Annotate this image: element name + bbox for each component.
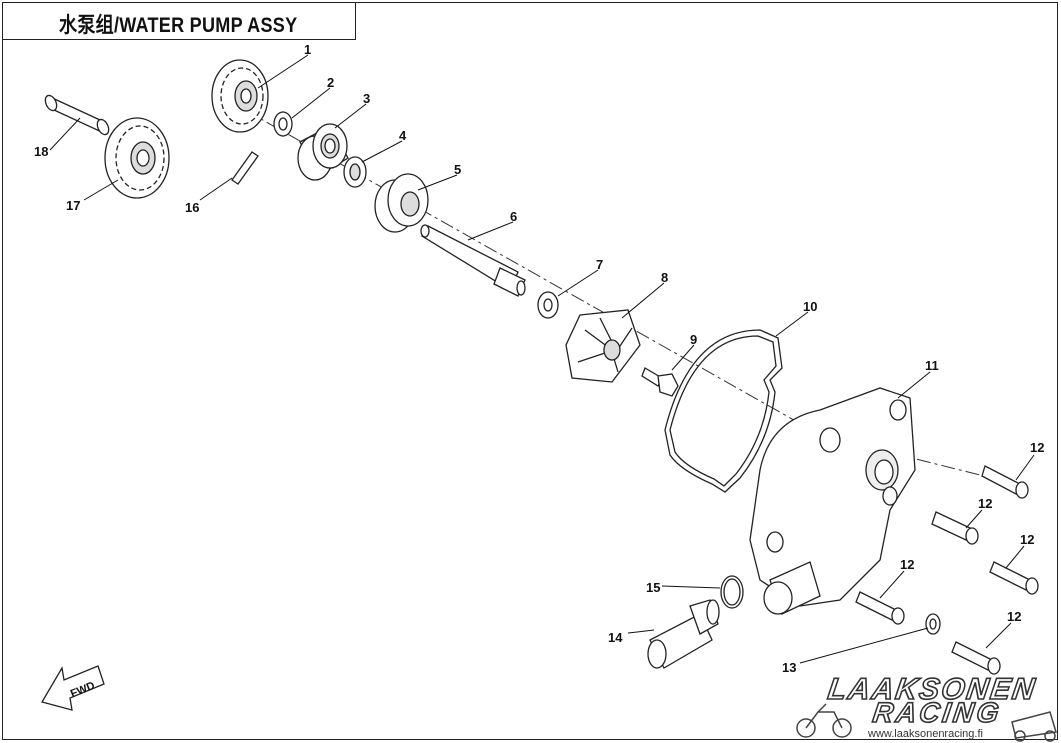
callout-6: 6 [510, 209, 517, 224]
part-6-shaft [420, 224, 526, 297]
callout-16: 16 [185, 200, 199, 215]
part-12-bolts [855, 465, 1039, 675]
callout-1: 1 [304, 42, 311, 57]
part-16-pin [231, 151, 259, 185]
part-5-seal [374, 173, 429, 233]
part-14-fitting [647, 599, 720, 669]
title-box: 水泵组/WATER PUMP ASSY [2, 2, 356, 40]
callout-4: 4 [399, 128, 407, 143]
callout-15: 15 [646, 580, 660, 595]
part-15-o-ring [720, 575, 744, 609]
callout-2: 2 [327, 75, 334, 90]
callout-12d: 12 [900, 557, 914, 572]
part-13-washer [925, 613, 941, 635]
callout-11: 11 [925, 358, 939, 373]
callout-12c: 12 [1020, 532, 1034, 547]
callout-18: 18 [34, 144, 48, 159]
callout-7: 7 [596, 257, 603, 272]
watermark-vehicles [796, 703, 1057, 742]
callout-17: 17 [66, 198, 80, 213]
callout-9: 9 [690, 332, 697, 347]
callout-14: 14 [608, 630, 623, 645]
part-1-gear [211, 59, 269, 133]
callout-10: 10 [803, 299, 817, 314]
part-10-gasket [664, 329, 783, 493]
watermark-logo-line2: RACING [870, 696, 1004, 729]
callout-3: 3 [363, 91, 370, 106]
part-17-gear [104, 117, 170, 199]
callout-13: 13 [782, 660, 796, 675]
part-8-impeller [565, 309, 641, 383]
leader-lines [49, 54, 1035, 664]
part-11-pump-cover [749, 387, 916, 615]
callout-5: 5 [454, 162, 461, 177]
callout-8: 8 [661, 270, 668, 285]
part-3-bearing [297, 123, 349, 181]
part-4-seal [343, 156, 367, 188]
fwd-arrow: FWD [41, 665, 105, 711]
page-title: 水泵组/WATER PUMP ASSY [59, 14, 298, 37]
callout-labels: 1 2 3 4 5 6 7 8 9 10 11 12 12 12 12 12 1… [34, 42, 1044, 675]
watermark-url: www.laaksonenracing.fi [868, 728, 983, 740]
part-7-washer [537, 291, 559, 319]
callout-12e: 12 [1007, 609, 1021, 624]
callout-12b: 12 [978, 496, 992, 511]
part-9-bolt [641, 367, 679, 397]
part-2-washer [273, 111, 293, 137]
callout-12a: 12 [1030, 440, 1044, 455]
part-18-pin [44, 94, 110, 136]
